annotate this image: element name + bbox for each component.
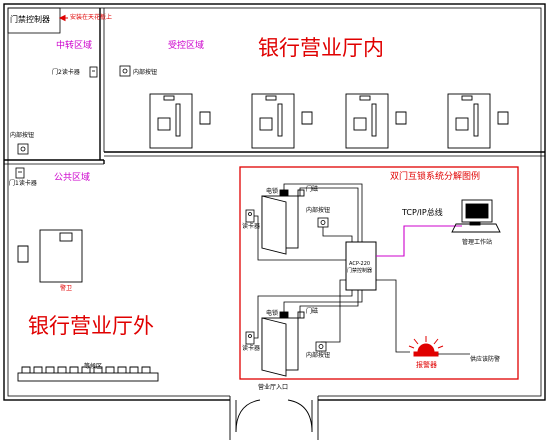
workstation-label: 管理工作站 xyxy=(462,239,493,246)
teller-counter-2 xyxy=(251,93,313,149)
entrance-doors xyxy=(229,394,319,440)
guard-desk xyxy=(17,229,83,283)
magnet-bottom-label: 门磁 xyxy=(306,308,319,315)
door1-reader-label: 门1读卡器 xyxy=(9,180,37,187)
legend-button-bottom xyxy=(315,341,327,352)
teller-counter-1 xyxy=(149,93,211,149)
hall-outside-label: 银行营业厅外 xyxy=(28,314,154,338)
teller-counter-3 xyxy=(345,93,407,149)
legend-reader-top xyxy=(245,209,255,223)
door-controller-label: 门禁控制器 xyxy=(10,15,50,24)
legend-wiring xyxy=(254,183,410,353)
tcpip-label: TCP/IP总线 xyxy=(402,208,443,217)
inner-button-top-label: 内部按钮 xyxy=(306,207,331,214)
legend-button-top xyxy=(317,217,329,228)
alarm-note-label: 供应该防警 xyxy=(470,356,501,363)
guard-label: 警卫 xyxy=(60,285,73,292)
inner-button-icon-2 xyxy=(17,143,29,155)
legend-title: 双门互锁系统分解图例 xyxy=(390,172,481,182)
inner-button-label-2: 内部按钮 xyxy=(10,132,35,139)
controller-name-label: 门禁控制器 xyxy=(347,268,373,274)
tcpip-bus xyxy=(376,225,462,257)
inner-button-bottom-label: 内部按钮 xyxy=(306,352,331,359)
legend-controller-box xyxy=(345,241,377,291)
door2-reader-label: 门2读卡器 xyxy=(52,69,80,76)
legend-door-bottom xyxy=(261,311,305,377)
legend-frame xyxy=(239,166,519,380)
public-zone-label: 公共区域 xyxy=(54,173,91,183)
middle-zone-label: 中转区域 xyxy=(56,41,93,51)
lock-bottom-label: 电锁 xyxy=(266,310,279,317)
controller-callout xyxy=(58,14,68,22)
controlled-zone-label: 受控区域 xyxy=(168,41,205,51)
entrance-label: 营业厅入口 xyxy=(258,384,289,391)
alarm-siren xyxy=(408,336,444,357)
hall-inside-label: 银行营业厅内 xyxy=(258,36,384,60)
legend-door-top xyxy=(261,189,305,255)
lock-top-label: 电锁 xyxy=(266,188,279,195)
controller-note-label: 安装在天花板上 xyxy=(70,14,113,21)
reader-bottom-label: 读卡器 xyxy=(242,345,261,352)
alarm-label: 报警器 xyxy=(416,361,437,369)
legend-reader-bottom xyxy=(245,331,255,345)
reader-top-label: 读卡器 xyxy=(242,223,261,230)
door2-reader-icon xyxy=(89,66,98,78)
inner-button-label-1: 内部按钮 xyxy=(133,69,158,76)
teller-counter-4 xyxy=(447,93,509,149)
magnet-top-label: 门磁 xyxy=(306,186,319,193)
controller-model-label: ACP-220 xyxy=(349,261,371,267)
waiting-chairs xyxy=(17,366,159,382)
workstation-computer xyxy=(451,199,501,233)
waiting-area-label: 等候区 xyxy=(84,363,103,370)
door1-reader-icon xyxy=(15,167,25,179)
inner-button-icon-1 xyxy=(119,65,131,77)
